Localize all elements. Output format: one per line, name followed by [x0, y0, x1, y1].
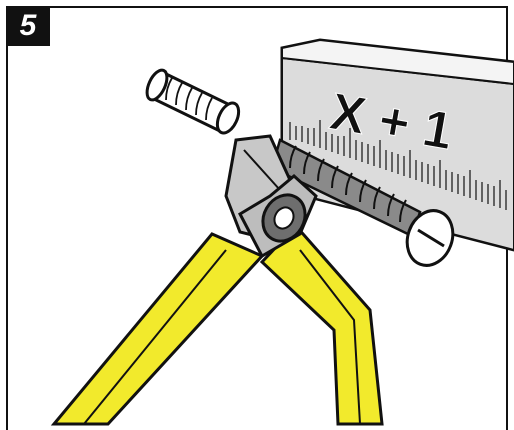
- cut-screw-piece: [143, 67, 243, 136]
- step-number: 5: [20, 9, 37, 43]
- step-number-badge: 5: [6, 6, 50, 46]
